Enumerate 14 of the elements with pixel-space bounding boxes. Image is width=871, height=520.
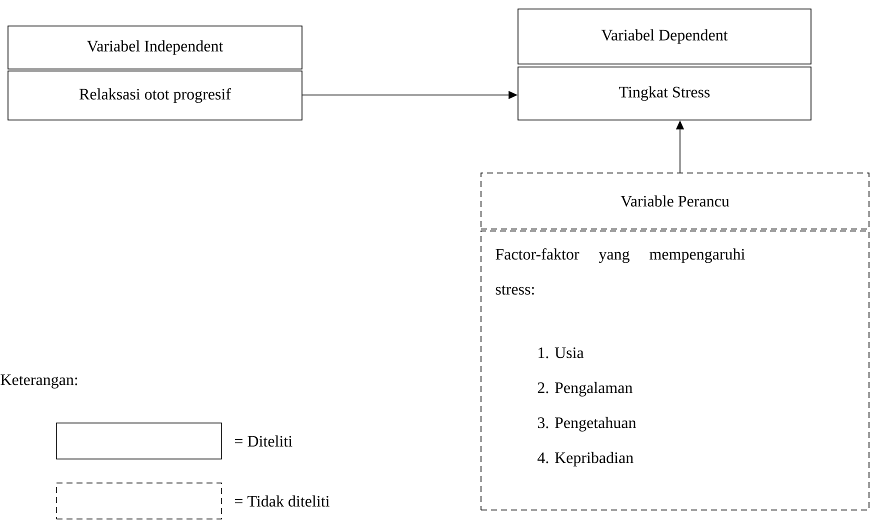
body-text: Factor-faktor yang mempengaruhi stress: xyxy=(496,248,745,295)
variable-box: Variabel Dependent xyxy=(518,8,812,64)
variable-box: Variable Perancu xyxy=(480,172,870,230)
list-item: 4. Kepribadian xyxy=(538,452,634,466)
list-item: 1. Usia xyxy=(538,347,584,358)
factor-box xyxy=(480,230,870,510)
legend-text: = Diteliti xyxy=(235,435,292,447)
list-item: 2. Pengalaman xyxy=(538,382,632,396)
legend-text: = Tidak diteliti xyxy=(235,495,330,507)
legend-title: Keterangan: xyxy=(0,374,78,388)
variable-box: Tingkat Stress xyxy=(518,66,812,120)
variable-box: Relaksasi otot progresif xyxy=(8,70,302,120)
variable-box: Variabel Independent xyxy=(8,26,302,70)
list-item: 3. Pengetahuan xyxy=(538,416,636,432)
